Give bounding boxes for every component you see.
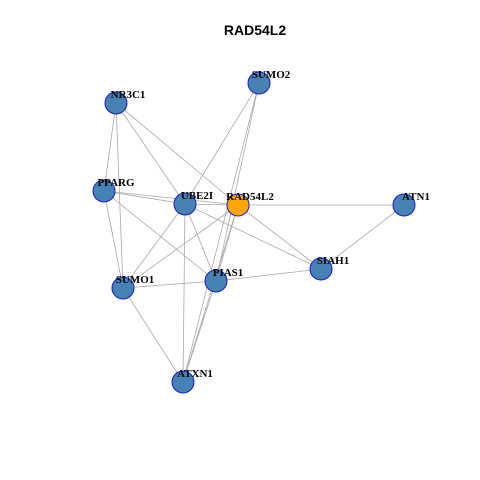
node-atxn1[interactable] <box>171 370 195 394</box>
node-nr3c1[interactable] <box>104 91 128 115</box>
edge-sumo1-atxn1 <box>122 287 184 383</box>
edge-pparg-sumo1 <box>103 190 124 289</box>
node-pias1[interactable] <box>204 269 228 293</box>
edge-layer <box>103 82 405 383</box>
node-siah1[interactable] <box>309 257 333 281</box>
edge-rad54l2-sumo1 <box>122 204 239 289</box>
node-pparg[interactable] <box>92 179 116 203</box>
node-label-atxn1: ATXN1 <box>177 368 213 380</box>
node-rad54l2[interactable] <box>226 193 250 217</box>
graph-title: RAD54L2 <box>224 22 286 38</box>
edge-atn1-siah1 <box>320 204 405 270</box>
edge-nr3c1-pparg <box>103 102 117 192</box>
edge-rad54l2-pias1 <box>215 204 239 282</box>
edge-pias1-sumo1 <box>122 280 217 289</box>
node-sumo1[interactable] <box>111 276 135 300</box>
edge-pparg-rad54l2 <box>103 190 239 206</box>
node-label-pias1: PIAS1 <box>213 267 244 279</box>
edge-ube2i-siah1 <box>184 203 322 270</box>
node-label-pparg: PPARG <box>97 177 135 189</box>
node-label-nr3c1: NR3C1 <box>111 89 146 101</box>
node-label-sumo1: SUMO1 <box>116 274 155 286</box>
edge-siah1-pias1 <box>215 268 322 282</box>
edge-sumo2-ube2i <box>184 82 260 205</box>
node-sumo2[interactable] <box>247 71 271 95</box>
edge-nr3c1-rad54l2 <box>115 102 239 206</box>
edge-pias1-atxn1 <box>182 280 217 383</box>
node-label-siah1: SIAH1 <box>317 255 349 267</box>
edge-ube2i-sumo1 <box>122 203 186 289</box>
edge-rad54l2-siah1 <box>237 204 322 270</box>
edge-nr3c1-sumo1 <box>115 102 124 289</box>
node-ube2i[interactable] <box>173 192 197 216</box>
edge-sumo2-atxn1 <box>182 82 260 383</box>
node-label-atn1: ATN1 <box>402 191 430 203</box>
edge-pparg-pias1 <box>103 190 217 282</box>
edge-nr3c1-ube2i <box>115 102 186 205</box>
node-atn1[interactable] <box>392 193 416 217</box>
edge-sumo2-pias1 <box>215 82 260 282</box>
node-label-sumo2: SUMO2 <box>252 69 291 81</box>
edge-ube2i-pias1 <box>184 203 217 282</box>
node-layer <box>92 71 416 394</box>
edge-rad54l2-atxn1 <box>182 204 239 383</box>
edge-ube2i-atxn1 <box>182 203 186 383</box>
node-label-rad54l2: RAD54L2 <box>226 191 274 203</box>
edge-pparg-ube2i <box>103 190 186 205</box>
node-label-ube2i: UBE2I <box>181 190 213 202</box>
